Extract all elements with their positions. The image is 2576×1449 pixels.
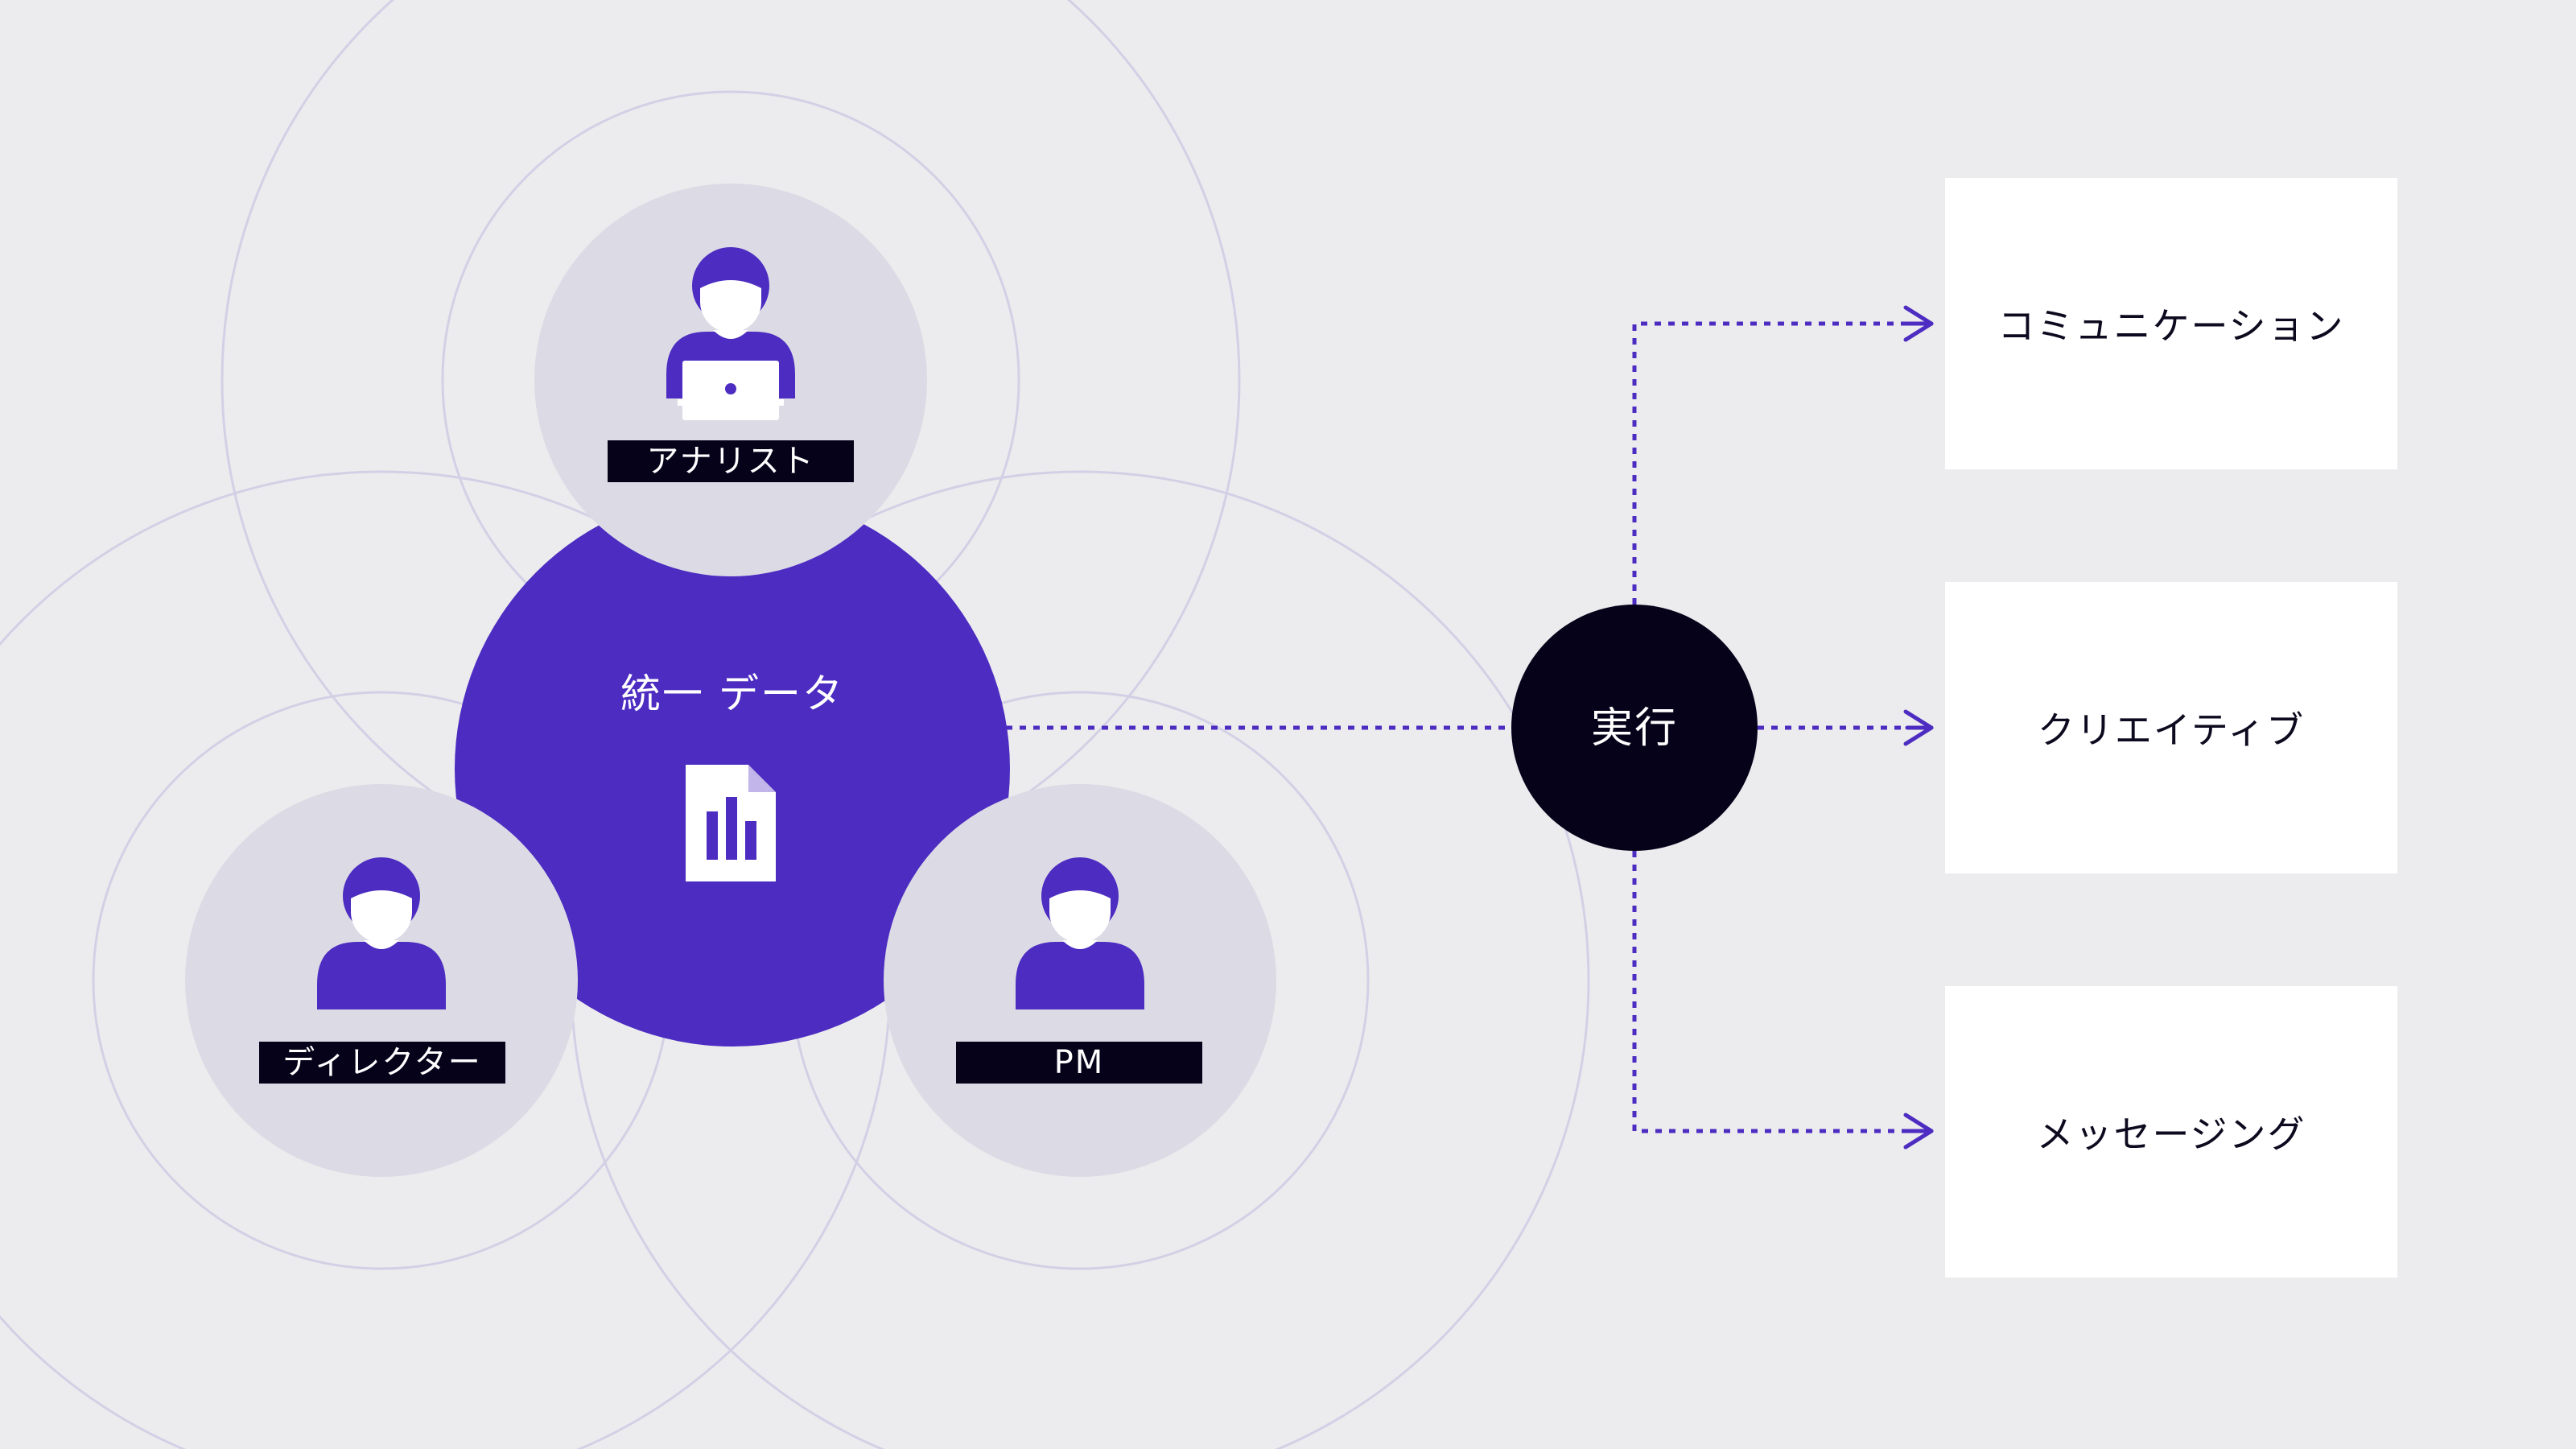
output-box-communication: コミュニケーション (1945, 178, 2397, 469)
arrow-heads (1903, 305, 1934, 1150)
output-label-messaging: メッセージング (2036, 1113, 2306, 1156)
output-box-creative: クリエイティブ (1945, 582, 2397, 873)
dotted-connectors (1006, 321, 1925, 1133)
execute-to-communication-connector (1632, 321, 1925, 605)
director-person-icon (317, 857, 446, 1009)
output-box-messaging: メッセージング (1945, 986, 2397, 1278)
execute-to-messaging-bottom-connector (1632, 851, 1925, 1133)
unified-data-title: 統一 データ (620, 671, 844, 717)
director-label: ディレクター (259, 1042, 505, 1084)
output-label-communication: コミュニケーション (1997, 304, 2345, 348)
analyst-label: アナリスト (608, 440, 854, 482)
execute-node (1511, 605, 1758, 851)
execute-label: 実行 (1590, 704, 1678, 753)
pm-label: PM (956, 1042, 1202, 1084)
output-label-creative: クリエイティブ (2037, 708, 2306, 752)
analyst-with-laptop-icon (666, 247, 795, 420)
pm-person-icon (1016, 857, 1144, 1009)
chart-document-icon (686, 765, 776, 881)
